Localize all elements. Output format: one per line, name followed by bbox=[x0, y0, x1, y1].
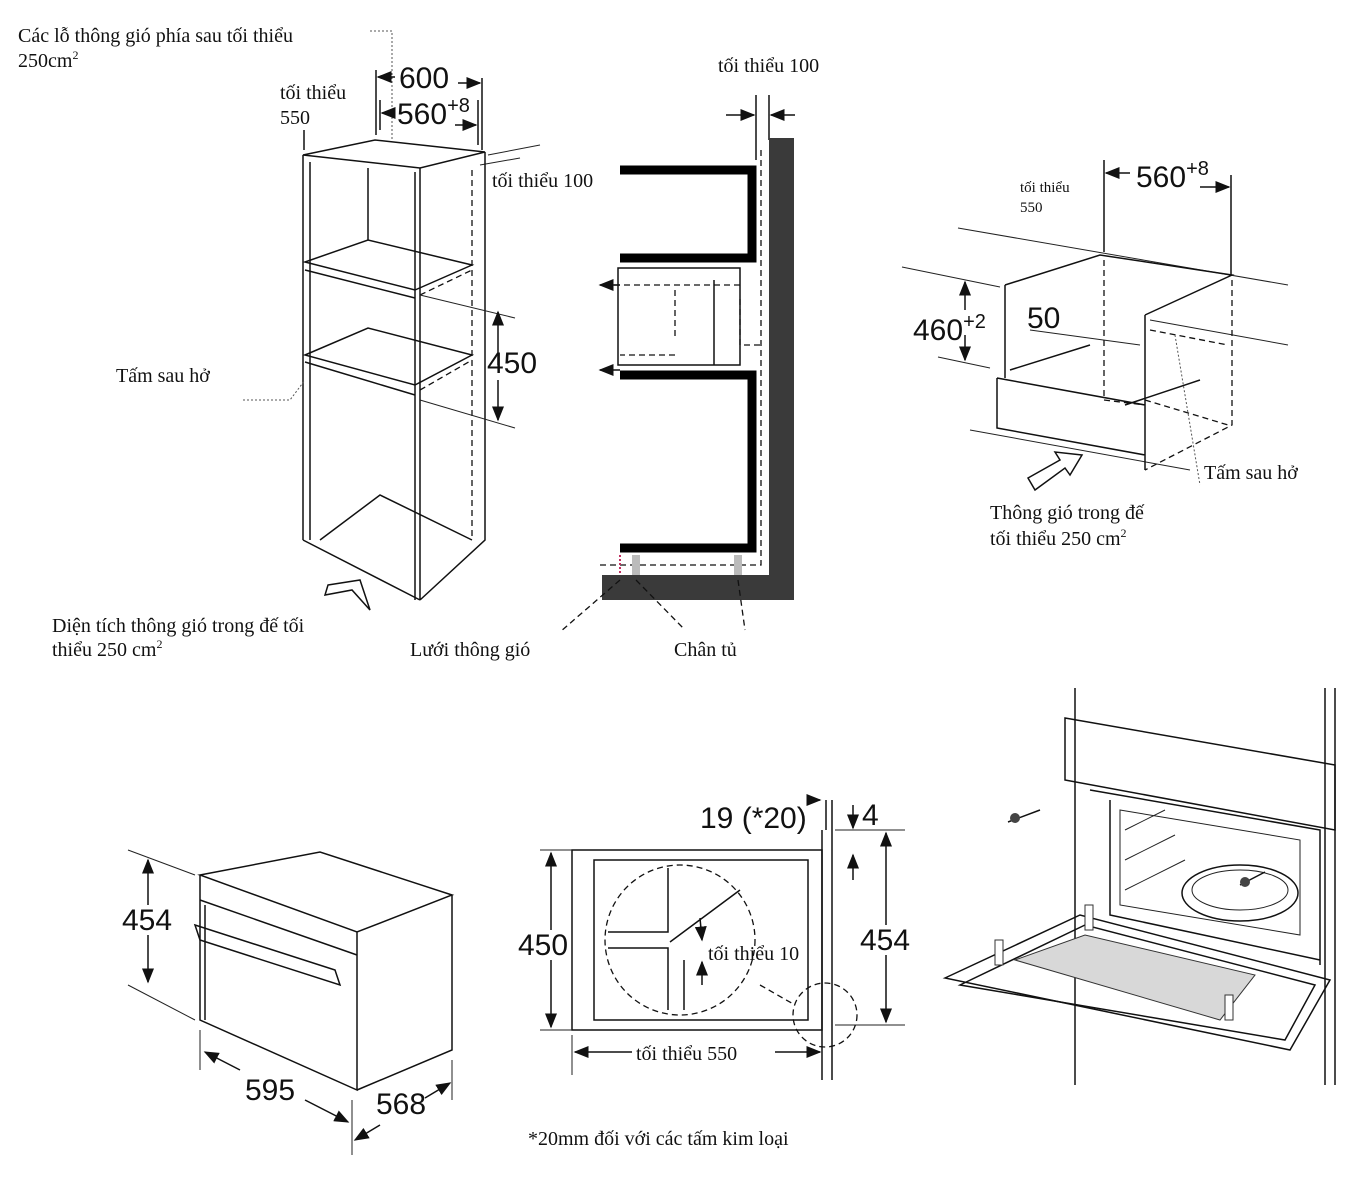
base-vent-label: Diện tích thông gió trong đế tối bbox=[52, 615, 305, 637]
installed-appliance-drawing bbox=[942, 688, 1336, 1085]
min-label-right: tối thiểu bbox=[1020, 180, 1070, 196]
min-gap-label: tối thiểu 10 bbox=[708, 943, 799, 965]
min-label: tối thiểu bbox=[280, 82, 346, 104]
appliance-drawing: 454 595 568 bbox=[122, 849, 455, 1155]
base-vent-label-right: Thông gió trong đế bbox=[990, 502, 1145, 524]
min-value-right: 550 bbox=[1020, 200, 1043, 216]
niche-section-drawing: 450 454 19 (*20) 4 tối thiểu 10 tối thiể… bbox=[518, 794, 910, 1150]
width-outer: 600 bbox=[399, 62, 449, 95]
width-inner: 560+8 bbox=[397, 95, 470, 131]
appliance-height-section: 454 bbox=[860, 924, 910, 957]
appliance-depth: 568 bbox=[376, 1088, 426, 1121]
open-back-label: Tấm sau hở bbox=[116, 365, 210, 387]
min-value: 550 bbox=[280, 107, 310, 129]
tall-cabinet-drawing: Các lỗ thông gió phía sau tối thiểu 250c… bbox=[18, 25, 593, 661]
gap-label: tối thiểu 100 bbox=[492, 170, 593, 192]
height-450: 450 bbox=[487, 347, 537, 380]
front-gap: 19 (*20) bbox=[700, 802, 807, 835]
top-offset: 4 bbox=[862, 799, 879, 832]
rear-vent-value: 250cm2 bbox=[18, 48, 78, 72]
open-back-label-right: Tấm sau hở bbox=[1204, 462, 1298, 484]
footnote: *20mm đối với các tấm kim loại bbox=[528, 1128, 789, 1150]
width-560: 560+8 bbox=[1136, 158, 1209, 194]
base-vent-value-right: tối thiểu 250 cm2 bbox=[990, 526, 1127, 550]
feet-label: Chân tủ bbox=[674, 639, 737, 661]
appliance-width: 595 bbox=[245, 1074, 295, 1107]
depth-50: 50 bbox=[1027, 302, 1060, 335]
height-460: 460+2 bbox=[913, 311, 986, 347]
appliance-height: 454 bbox=[122, 904, 172, 937]
base-vent-value: thiểu 250 cm2 bbox=[52, 637, 162, 661]
min-depth-label: tối thiểu 550 bbox=[636, 1043, 737, 1065]
niche-height: 450 bbox=[518, 929, 568, 962]
rear-vent-label: Các lỗ thông gió phía sau tối thiểu bbox=[18, 25, 293, 47]
under-counter-drawing: tối thiểu 550 560+8 460+2 50 Tấm sau hở … bbox=[901, 158, 1298, 550]
grille-label: Lưới thông gió bbox=[410, 639, 530, 661]
airflow-section-drawing: tối thiểu 100 Lưới thông gió Chân tủ bbox=[410, 55, 819, 661]
top-gap-label: tối thiểu 100 bbox=[718, 55, 819, 77]
